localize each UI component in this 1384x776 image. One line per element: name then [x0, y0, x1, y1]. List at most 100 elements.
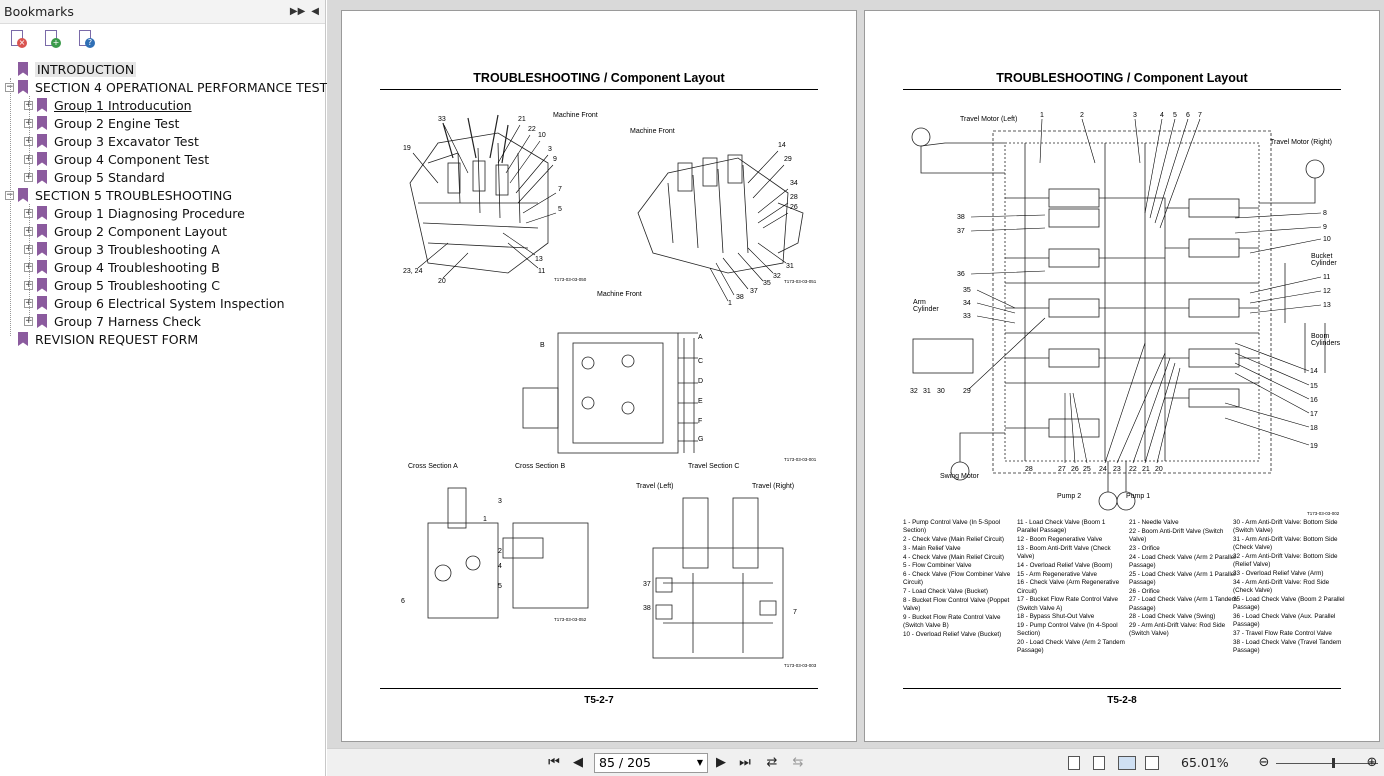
bookmark-item[interactable]: REVISION REQUEST FORM	[5, 330, 198, 348]
document-view[interactable]: TROUBLESHOOTING / Component Layout	[327, 0, 1384, 748]
previous-page-icon[interactable]: ◀	[573, 755, 583, 770]
bookmark-label: Group 3 Excavator Test	[54, 133, 199, 149]
expand-icon[interactable]: +	[24, 117, 33, 128]
expand-icon[interactable]: +	[24, 135, 33, 146]
page-dropdown-icon[interactable]: ▼	[696, 758, 703, 767]
expand-icon[interactable]: +	[24, 99, 33, 110]
svg-text:12: 12	[1323, 288, 1331, 295]
find-bookmark-icon[interactable]: ?	[77, 30, 95, 48]
bookmark-item[interactable]: +Group 7 Harness Check	[24, 312, 201, 330]
legend-item: 26 - Orifice	[1129, 587, 1160, 595]
left-page-title: TROUBLESHOOTING / Component Layout	[473, 71, 725, 85]
svg-text:6: 6	[401, 598, 405, 605]
bookmarks-title: Bookmarks	[4, 4, 74, 19]
bookmark-item[interactable]: +Group 4 Troubleshooting B	[24, 258, 220, 276]
svg-text:13: 13	[535, 256, 543, 263]
svg-text:3: 3	[498, 498, 502, 505]
bookmark-item[interactable]: INTRODUCTION	[5, 60, 137, 78]
legend-item: 17 - Bucket Flow Rate Control Valve (Swi…	[1017, 596, 1119, 612]
expand-icon[interactable]: +	[24, 297, 33, 308]
svg-text:7: 7	[558, 186, 562, 193]
last-page-icon[interactable]: ⏭	[739, 755, 751, 770]
legend-item: 38 - Load Check Valve (Travel Tandem Pas…	[1233, 638, 1342, 654]
zoom-out-icon[interactable]: ⊖	[1258, 755, 1270, 770]
continuous-view-icon[interactable]	[1093, 756, 1105, 770]
legend-item: 15 - Arm Regenerative Valve	[1017, 570, 1098, 578]
expand-icon[interactable]: +	[24, 279, 33, 290]
legend-item: 10 - Overload Relief Valve (Bucket)	[903, 630, 1002, 638]
delete-bookmark-icon[interactable]: ×	[9, 30, 27, 48]
continuous-facing-view-icon[interactable]	[1145, 756, 1159, 770]
single-page-view-icon[interactable]	[1068, 756, 1080, 770]
legend-item: 2 - Check Valve (Main Relief Circuit)	[903, 536, 1005, 543]
expand-icon[interactable]: +	[24, 207, 33, 218]
zoom-in-icon[interactable]: ⊕	[1366, 755, 1378, 770]
bookmark-item[interactable]: +Group 3 Troubleshooting A	[24, 240, 220, 258]
bookmark-item[interactable]: + Group 4 Component Test	[24, 150, 209, 168]
legend-item: 8 - Bucket Flow Control Valve (Poppet Va…	[903, 596, 1010, 613]
label-arm-cylinder: Arm Cylinder	[913, 299, 939, 313]
expand-icon[interactable]: +	[24, 171, 33, 182]
bookmark-icon	[18, 332, 28, 346]
expand-icon[interactable]: +	[24, 243, 33, 254]
svg-text:20: 20	[1155, 466, 1163, 473]
facing-view-icon[interactable]	[1118, 756, 1136, 770]
bookmark-item[interactable]: +Group 2 Component Layout	[24, 222, 227, 240]
legend-item: 18 - Bypass Shut-Out Valve	[1017, 613, 1095, 621]
page-number-input[interactable]: 85 / 205▼	[594, 753, 708, 773]
svg-text:2: 2	[498, 548, 502, 555]
panel-options-icon[interactable]: ▶▶	[289, 6, 306, 17]
bookmark-item[interactable]: −SECTION 4 OPERATIONAL PERFORMANCE TEST	[5, 78, 327, 96]
next-page-icon[interactable]: ▶	[716, 755, 726, 770]
legend-item: 32 - Arm Anti-Drift Valve: Bottom Side (…	[1233, 553, 1338, 569]
bookmark-item[interactable]: +Group 5 Troubleshooting C	[24, 276, 220, 294]
legend-item: 28 - Load Check Valve (Swing)	[1129, 613, 1216, 621]
collapse-icon[interactable]: −	[5, 81, 14, 92]
svg-text:38: 38	[736, 294, 744, 301]
legend-item: 4 - Check Valve (Main Relief Circuit)	[903, 553, 1005, 561]
legend-item: 25 - Load Check Valve (Arm 1 Parallel Pa…	[1129, 570, 1236, 586]
svg-text:22: 22	[528, 126, 536, 133]
svg-text:7: 7	[1198, 112, 1202, 119]
bookmark-item[interactable]: +Group 1 Introducution	[24, 96, 192, 114]
legend-item: 36 - Load Check Valve (Aux. Parallel Pas…	[1233, 612, 1336, 628]
svg-text:18: 18	[1310, 425, 1318, 432]
svg-text:37: 37	[957, 228, 965, 235]
bookmark-item[interactable]: +Group 2 Engine Test	[24, 114, 179, 132]
zoom-slider[interactable]	[1276, 758, 1378, 768]
svg-text:5: 5	[1173, 112, 1177, 119]
svg-text:14: 14	[1310, 368, 1318, 375]
collapse-panel-icon[interactable]: ◀	[311, 6, 319, 17]
legend-item: 14 - Overload Relief Valve (Boom)	[1017, 561, 1113, 569]
bookmark-item[interactable]: + Group 3 Excavator Test	[24, 132, 199, 150]
svg-text:16: 16	[1310, 397, 1318, 404]
expand-icon[interactable]: +	[24, 315, 33, 326]
caption-travel-left: Travel (Left)	[636, 483, 674, 490]
legend-item: 35 - Load Check Valve (Boom 2 Parallel P…	[1233, 595, 1345, 611]
legend-item: 19 - Pump Control Valve (In 4-Spool Sect…	[1017, 622, 1118, 638]
add-bookmark-icon[interactable]: +	[43, 30, 61, 48]
bookmark-item[interactable]: +Group 5 Standard	[24, 168, 165, 186]
first-page-icon[interactable]: ⏮	[548, 755, 560, 770]
expand-icon[interactable]: +	[24, 225, 33, 236]
previous-view-icon[interactable]: ⇄	[766, 755, 778, 770]
bookmark-label: Group 4 Component Test	[54, 151, 210, 167]
figure-code: T173-03-03-002	[1307, 511, 1340, 516]
bookmark-item[interactable]: −SECTION 5 TROUBLESHOOTING	[5, 186, 232, 204]
bookmark-icon	[37, 224, 47, 238]
next-view-icon[interactable]: ⇆	[792, 755, 804, 770]
legend-item: 24 - Load Check Valve (Arm 2 Parallel Pa…	[1129, 553, 1236, 569]
zoom-level[interactable]: 65.01%	[1181, 755, 1229, 770]
caption-machine-front-2: Machine Front	[630, 128, 675, 135]
expand-icon[interactable]: +	[24, 153, 33, 164]
expand-icon[interactable]: +	[24, 261, 33, 272]
svg-text:29: 29	[963, 388, 971, 395]
bookmark-item[interactable]: +Group 1 Diagnosing Procedure	[24, 204, 245, 222]
zoom-slider-thumb[interactable]	[1332, 758, 1336, 768]
collapse-icon[interactable]: −	[5, 189, 14, 200]
svg-text:20: 20	[438, 278, 446, 285]
bookmark-item[interactable]: +Group 6 Electrical System Inspection	[24, 294, 285, 312]
caption-cross-section-c: Travel Section C	[688, 463, 740, 470]
svg-text:5: 5	[498, 583, 502, 590]
bookmark-icon	[37, 278, 47, 292]
